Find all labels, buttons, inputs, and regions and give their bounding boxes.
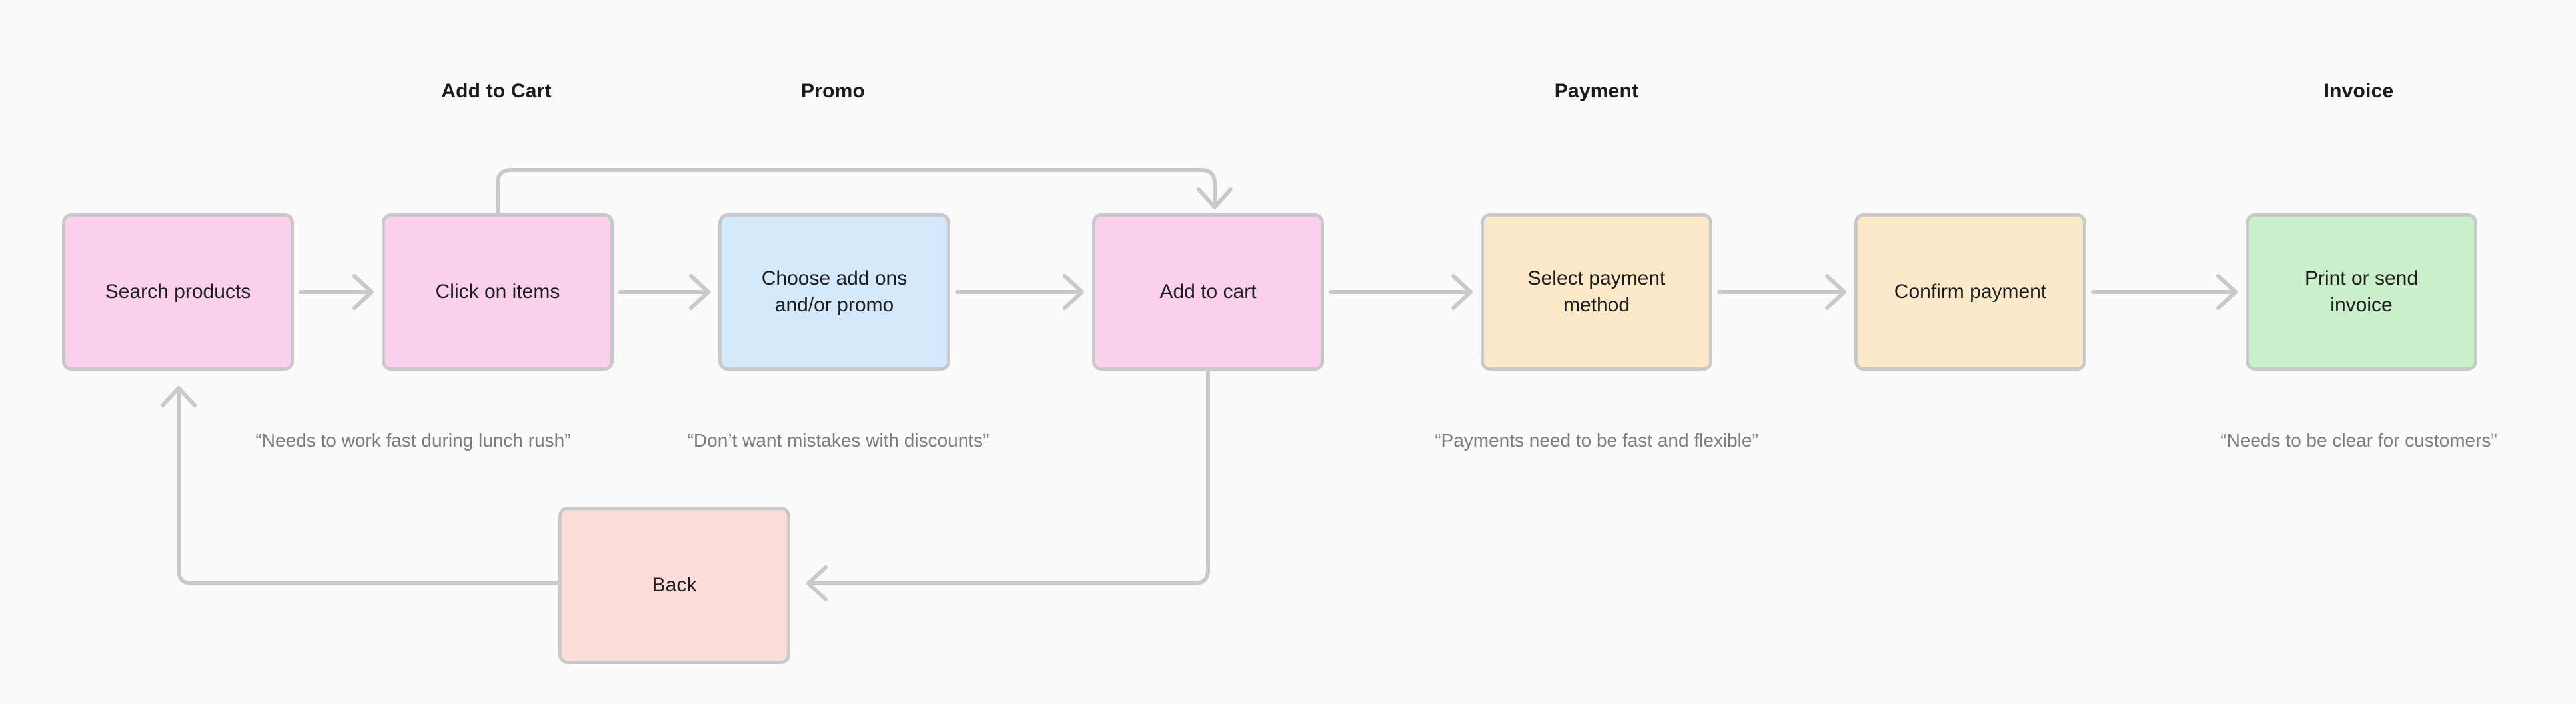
connector-search-to-click xyxy=(299,274,374,310)
stage-header-invoice: Invoice xyxy=(2323,80,2394,102)
connector-choose-to-addcart xyxy=(955,274,1084,310)
caption-discount-mistakes: “Don’t want mistakes with discounts” xyxy=(687,430,989,451)
node-label: Back xyxy=(652,574,697,597)
caption-clear-for-customers: “Needs to be clear for customers” xyxy=(2220,430,2497,451)
node-choose-add-ons[interactable]: Choose add ons and/or promo xyxy=(718,213,950,371)
connector-click-to-choose xyxy=(618,274,710,310)
caption-lunch-rush: “Needs to work fast during lunch rush” xyxy=(255,430,571,451)
node-label: Choose add ons and/or promo xyxy=(761,267,908,316)
connector-addcart-to-selectpayment xyxy=(1329,274,1473,310)
connector-selectpayment-to-confirm xyxy=(1717,274,1846,310)
connector-confirm-to-invoice xyxy=(2091,274,2238,310)
node-select-payment-method[interactable]: Select payment method xyxy=(1481,213,1712,371)
stage-header-add-to-cart: Add to Cart xyxy=(441,80,552,102)
node-search-products[interactable]: Search products xyxy=(62,213,294,371)
node-print-or-send-invoice[interactable]: Print or send invoice xyxy=(2246,213,2477,371)
connector-click-skip-to-addcart xyxy=(496,168,1233,214)
stage-header-payment: Payment xyxy=(1554,80,1639,102)
node-label: Search products xyxy=(105,281,251,303)
node-add-to-cart[interactable]: Add to cart xyxy=(1092,213,1324,371)
node-confirm-payment[interactable]: Confirm payment xyxy=(1854,213,2086,371)
caption-payments-flexible: “Payments need to be fast and flexible” xyxy=(1435,430,1758,451)
connector-back-to-search xyxy=(161,386,560,585)
connector-addcart-to-back xyxy=(806,370,1210,601)
node-label: Select payment method xyxy=(1527,267,1666,316)
node-click-on-items[interactable]: Click on items xyxy=(382,213,614,371)
node-back[interactable]: Back xyxy=(558,507,790,664)
node-label: Print or send invoice xyxy=(2304,267,2419,316)
stage-header-promo: Promo xyxy=(800,80,866,102)
node-label: Add to cart xyxy=(1159,281,1257,303)
node-label: Click on items xyxy=(435,281,560,303)
node-label: Confirm payment xyxy=(1894,281,2047,303)
